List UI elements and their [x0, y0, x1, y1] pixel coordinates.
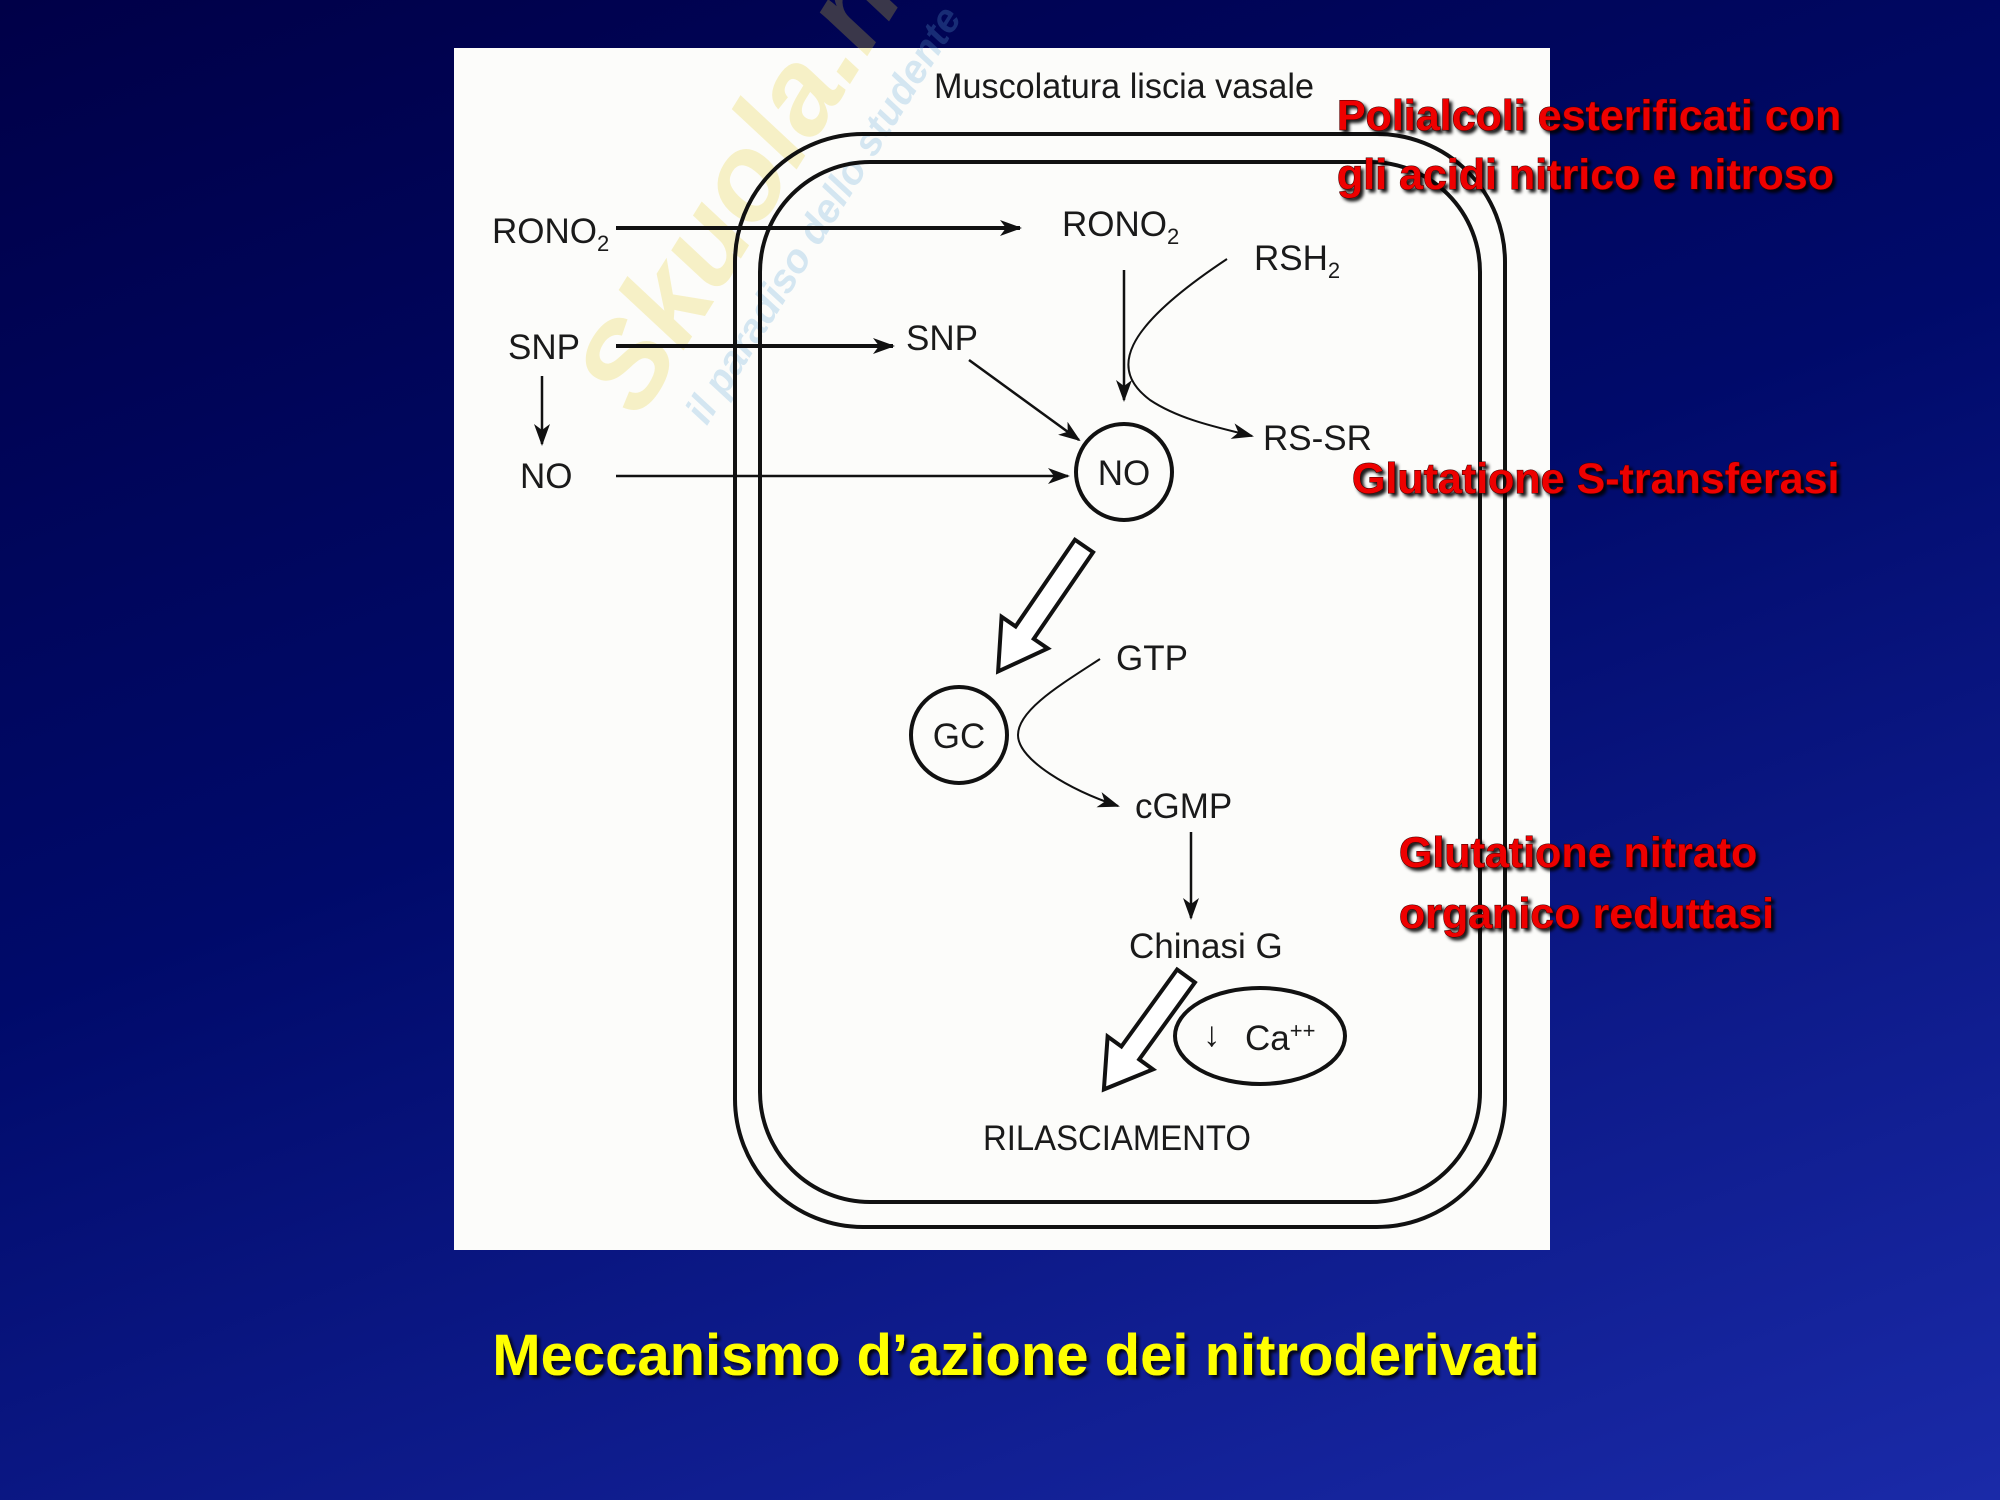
label-rs-sr: RS-SR [1263, 419, 1372, 458]
annotation-gnor-line2: organico reduttasi [1399, 890, 1774, 938]
label-rono2-inside: RONO2 [1062, 205, 1179, 249]
annotation-gst: Glutatione S-transferasi [1352, 455, 1839, 503]
annotation-polialcoli-line1: Polialcoli esterificati con [1337, 92, 1841, 140]
no-circle [1074, 422, 1174, 522]
arrow-snp-to-no [968, 358, 1081, 442]
label-gc: GC [933, 717, 986, 756]
label-no-inside: NO [1098, 454, 1151, 493]
label-rsh2: RSH2 [1254, 239, 1340, 283]
label-no-outside: NO [520, 457, 573, 496]
calcium-ellipse [1173, 986, 1347, 1086]
label-rono2-outside: RONO2 [492, 212, 609, 256]
label-snp-inside: SNP [906, 319, 978, 358]
label-gtp: GTP [1116, 639, 1188, 678]
annotation-polialcoli-line2: gli acidi nitrico e nitroso [1337, 151, 1834, 199]
arrow-rsh2-to-rssr [1127, 258, 1254, 439]
annotation-gnor-line1: Glutatione nitrato [1399, 829, 1757, 877]
label-chinasi-g: Chinasi G [1129, 927, 1283, 966]
label-cgmp: cGMP [1135, 787, 1232, 826]
label-calcium: Ca++ [1245, 1018, 1315, 1058]
cell-membrane-outer [733, 132, 1507, 1229]
diagram-title: Muscolatura liscia vasale [934, 67, 1314, 106]
hollow-arrow-no-to-gc [995, 537, 1096, 675]
down-arrow-icon: ↓ [1203, 1015, 1221, 1054]
slide-title: Meccanismo d’azione dei nitroderivati [492, 1323, 1539, 1388]
cell-membrane-inner [758, 160, 1482, 1204]
label-rilasciamento: RILASCIAMENTO [983, 1119, 1251, 1158]
gc-circle [909, 685, 1009, 785]
hollow-arrow-chinasi-to-rilasciamento [1101, 966, 1198, 1093]
arrow-gtp-to-cgmp [1016, 658, 1120, 808]
label-snp-outside: SNP [508, 328, 580, 367]
